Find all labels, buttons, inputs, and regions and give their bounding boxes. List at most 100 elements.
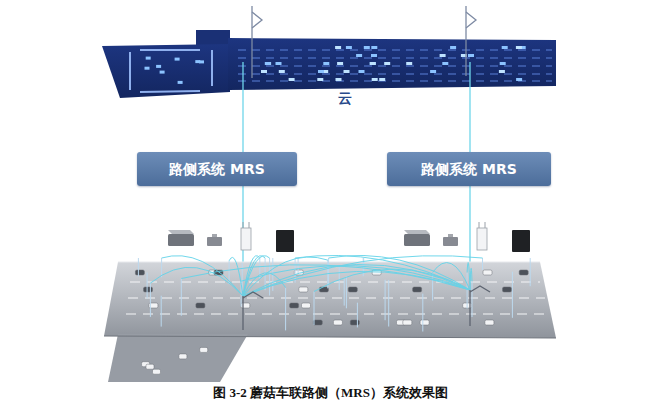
- vehicle-mark: [156, 65, 161, 68]
- sensor-pole: [150, 283, 151, 317]
- device-group: [404, 222, 530, 252]
- vehicle-mark: [384, 62, 390, 65]
- vehicle: [153, 369, 161, 374]
- sensor-pole: [339, 267, 340, 290]
- sensor-pole: [512, 272, 513, 318]
- antenna: [485, 222, 486, 228]
- small-device-top: [212, 234, 217, 237]
- vehicle-mark: [370, 62, 376, 65]
- device-top: [404, 230, 430, 234]
- lane-lines: [238, 50, 552, 81]
- sensor-pole: [161, 258, 162, 277]
- link-connector: [469, 110, 470, 152]
- device-icons: [168, 222, 530, 252]
- sensor-pole: [138, 258, 139, 276]
- vehicle-mark: [346, 46, 352, 49]
- sensor-pole: [269, 258, 270, 296]
- sensor-pole: [422, 294, 423, 332]
- vehicle-mark: [516, 46, 522, 49]
- cabinet: [512, 230, 530, 252]
- small-device: [443, 237, 458, 246]
- edge-computer: [168, 234, 194, 246]
- sensor-pole: [285, 288, 286, 331]
- vehicle-mark: [336, 78, 342, 81]
- vehicle: [302, 303, 311, 308]
- vehicle-mark: [265, 62, 271, 65]
- sensor-pole: [363, 258, 364, 276]
- vehicle: [313, 320, 322, 325]
- signal-arc: [181, 265, 470, 290]
- signal-arc: [243, 256, 260, 296]
- vehicle-mark: [335, 46, 341, 49]
- intersection: [102, 44, 230, 98]
- vehicle-mark: [145, 67, 150, 70]
- vehicle-mark: [317, 78, 323, 81]
- main-road: [104, 262, 556, 338]
- antenna: [243, 222, 244, 228]
- vehicle: [350, 320, 359, 325]
- vehicle-mark: [370, 62, 376, 65]
- vehicle-mark: [364, 46, 370, 49]
- vehicles: [135, 270, 528, 374]
- sensor-pole: [298, 258, 299, 274]
- mast-arm: [470, 286, 490, 292]
- figure-caption: 图 3-2 蘑菇车联路侧（MRS）系统效果图: [0, 384, 661, 401]
- road-edge: [104, 336, 556, 338]
- cloud-road: [102, 30, 556, 98]
- vehicle-mark: [344, 70, 350, 73]
- mast: [465, 6, 466, 76]
- signal-arc: [150, 267, 243, 296]
- vehicle: [519, 270, 528, 275]
- signal-arcs: [150, 255, 482, 296]
- vehicle: [483, 270, 492, 275]
- device-group: [168, 222, 294, 252]
- sensor-pole: [314, 292, 315, 326]
- vehicle-mark: [178, 81, 183, 84]
- vehicle-mark: [337, 62, 343, 65]
- signal-arc: [162, 256, 243, 296]
- vehicle-mark: [289, 78, 295, 81]
- roadside-system-box: 路侧系统 MRS: [137, 152, 297, 186]
- vehicle-mark: [406, 62, 412, 65]
- vehicle-mark: [516, 78, 522, 81]
- road-masts: [243, 286, 490, 330]
- cloud-vehicles: [145, 46, 526, 84]
- vehicle: [348, 287, 357, 292]
- vehicle: [290, 303, 299, 308]
- sensor-pole: [346, 276, 347, 308]
- vehicle-mark: [195, 60, 200, 63]
- antenna: [479, 222, 480, 228]
- vehicle-mark: [175, 58, 180, 61]
- cabinet: [276, 230, 294, 252]
- vehicle-mark: [468, 54, 474, 57]
- signal-arc: [243, 256, 270, 296]
- mast-icons: [252, 6, 476, 78]
- vehicle-mark: [359, 70, 365, 73]
- sensor-pole: [472, 281, 473, 317]
- mast-arm: [243, 292, 263, 298]
- link-line: [469, 62, 470, 110]
- sensor-pole: [467, 273, 468, 309]
- mast: [469, 290, 470, 326]
- sensor-pole: [181, 279, 182, 316]
- sensor-pole: [530, 258, 531, 286]
- vehicle-mark: [279, 70, 285, 73]
- signal-arc: [241, 266, 470, 290]
- vehicle-mark: [430, 70, 436, 73]
- sensor-pole: [357, 303, 358, 328]
- mast: [242, 296, 243, 330]
- signal-arc: [467, 263, 470, 290]
- roadside-system-box: 路侧系统 MRS: [387, 152, 551, 186]
- vehicle-mark: [450, 46, 456, 49]
- edge-computer: [404, 234, 430, 246]
- small-device-top: [448, 234, 453, 237]
- vehicle: [420, 320, 429, 325]
- signal-arc: [243, 271, 470, 296]
- vehicle: [403, 320, 412, 325]
- vehicle-mark: [265, 62, 271, 65]
- vehicle-mark: [442, 62, 448, 65]
- sensor-pole: [161, 296, 162, 327]
- vehicle: [413, 287, 422, 292]
- box-label: 路侧系统 MRS: [169, 160, 265, 178]
- signal-arc: [243, 256, 483, 296]
